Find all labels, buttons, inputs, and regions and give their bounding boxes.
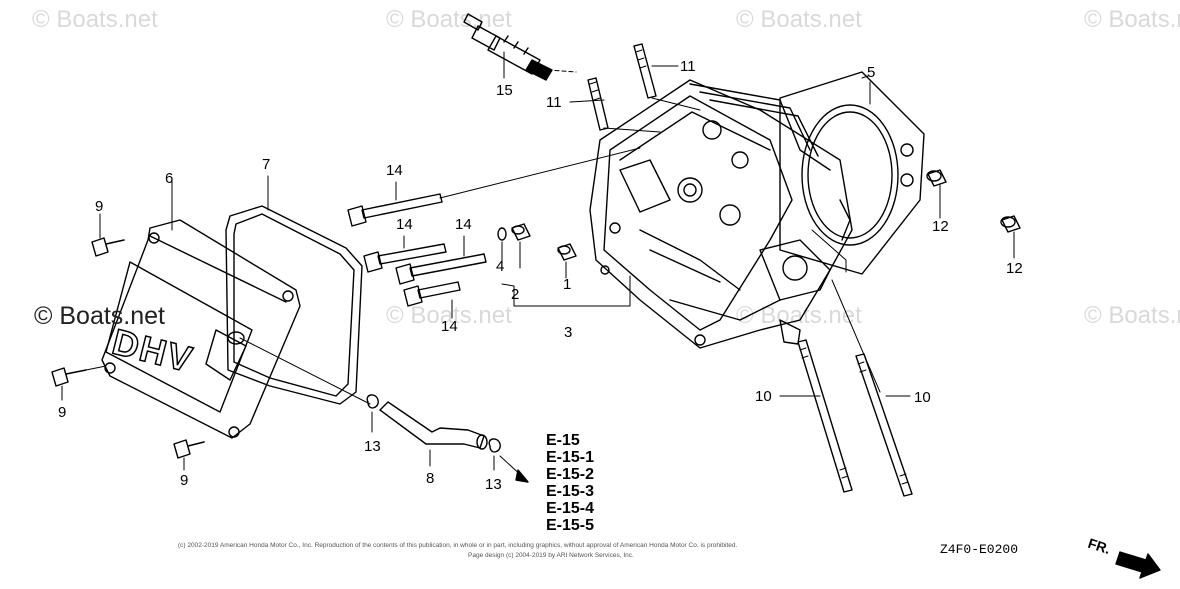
callout-3: 3 xyxy=(564,324,573,341)
callout-9: 9 xyxy=(180,472,189,489)
copyright-line: (c) 2002-2019 American Honda Motor Co., … xyxy=(178,542,738,549)
callout-2: 2 xyxy=(511,286,520,303)
watermark-text: © Boats.net xyxy=(1084,302,1180,329)
callout-12: 12 xyxy=(932,218,949,235)
callout-11: 11 xyxy=(546,94,562,111)
watermark-main: © Boats.net xyxy=(34,302,165,330)
head-cover xyxy=(101,179,301,439)
watermark-text: © Boats.net xyxy=(736,302,862,329)
flange-bolt xyxy=(347,147,641,227)
callout-14: 14 xyxy=(386,162,403,179)
front-arrow xyxy=(1115,551,1161,579)
copyright-line: Page design (c) 2004-2019 by ARI Network… xyxy=(468,552,634,559)
small-dowel-parts xyxy=(497,223,631,307)
head-cover-gasket xyxy=(225,175,363,405)
reference-page-link[interactable]: E-15-1 xyxy=(546,449,595,466)
callout-13: 13 xyxy=(485,476,502,493)
callout-11: 11 xyxy=(680,58,696,75)
callout-14: 14 xyxy=(441,318,458,335)
callout-6: 6 xyxy=(165,170,174,187)
cover-bolt xyxy=(173,439,205,471)
callout-7: 7 xyxy=(262,156,271,173)
stud-bolt xyxy=(633,43,701,111)
watermark-text: © Boats.net xyxy=(736,6,862,33)
watermark-text: © Boats.net xyxy=(32,6,158,33)
hose-clip xyxy=(488,438,529,483)
callout-14: 14 xyxy=(396,216,413,233)
callout-9: 9 xyxy=(58,404,67,421)
spark-plug xyxy=(463,13,577,81)
flange-bolt xyxy=(363,235,447,273)
callout-14: 14 xyxy=(455,216,472,233)
reference-page-link[interactable]: E-15 xyxy=(546,432,580,449)
long-stud xyxy=(855,353,913,497)
callout-10: 10 xyxy=(914,389,931,406)
flange-bolt xyxy=(403,281,461,319)
callout-4: 4 xyxy=(496,258,505,275)
breather-tube xyxy=(239,337,488,467)
watermark-text: © Boats.net xyxy=(386,302,512,329)
dowel-pin xyxy=(1000,215,1021,259)
reference-page-link[interactable]: E-15-3 xyxy=(546,483,595,500)
watermark-text: © Boats.net xyxy=(386,6,512,33)
long-stud xyxy=(779,339,853,493)
flange-bolt xyxy=(395,235,487,285)
hose-clip xyxy=(366,394,379,433)
watermark-text: © Boats.net xyxy=(1084,6,1180,33)
cylinder-head xyxy=(589,79,881,393)
cover-bolt xyxy=(51,365,107,401)
callout-10: 10 xyxy=(755,388,772,405)
stud-bolt xyxy=(569,77,661,133)
reference-page-link[interactable]: E-15-4 xyxy=(546,500,595,517)
callout-12: 12 xyxy=(1006,260,1023,277)
callout-13: 13 xyxy=(364,438,381,455)
callout-8: 8 xyxy=(426,470,435,487)
callout-15: 15 xyxy=(496,82,513,99)
callout-5: 5 xyxy=(867,64,876,81)
callout-9: 9 xyxy=(95,198,104,215)
dowel-pin xyxy=(926,169,947,219)
diagram-code: Z4F0-E0200 xyxy=(940,542,1019,557)
reference-page-link[interactable]: E-15-2 xyxy=(546,466,595,483)
reference-page-link[interactable]: E-15-5 xyxy=(546,517,595,534)
cover-bolt xyxy=(91,213,125,257)
cylinder-head-gasket xyxy=(779,71,925,275)
callout-1: 1 xyxy=(563,276,572,293)
